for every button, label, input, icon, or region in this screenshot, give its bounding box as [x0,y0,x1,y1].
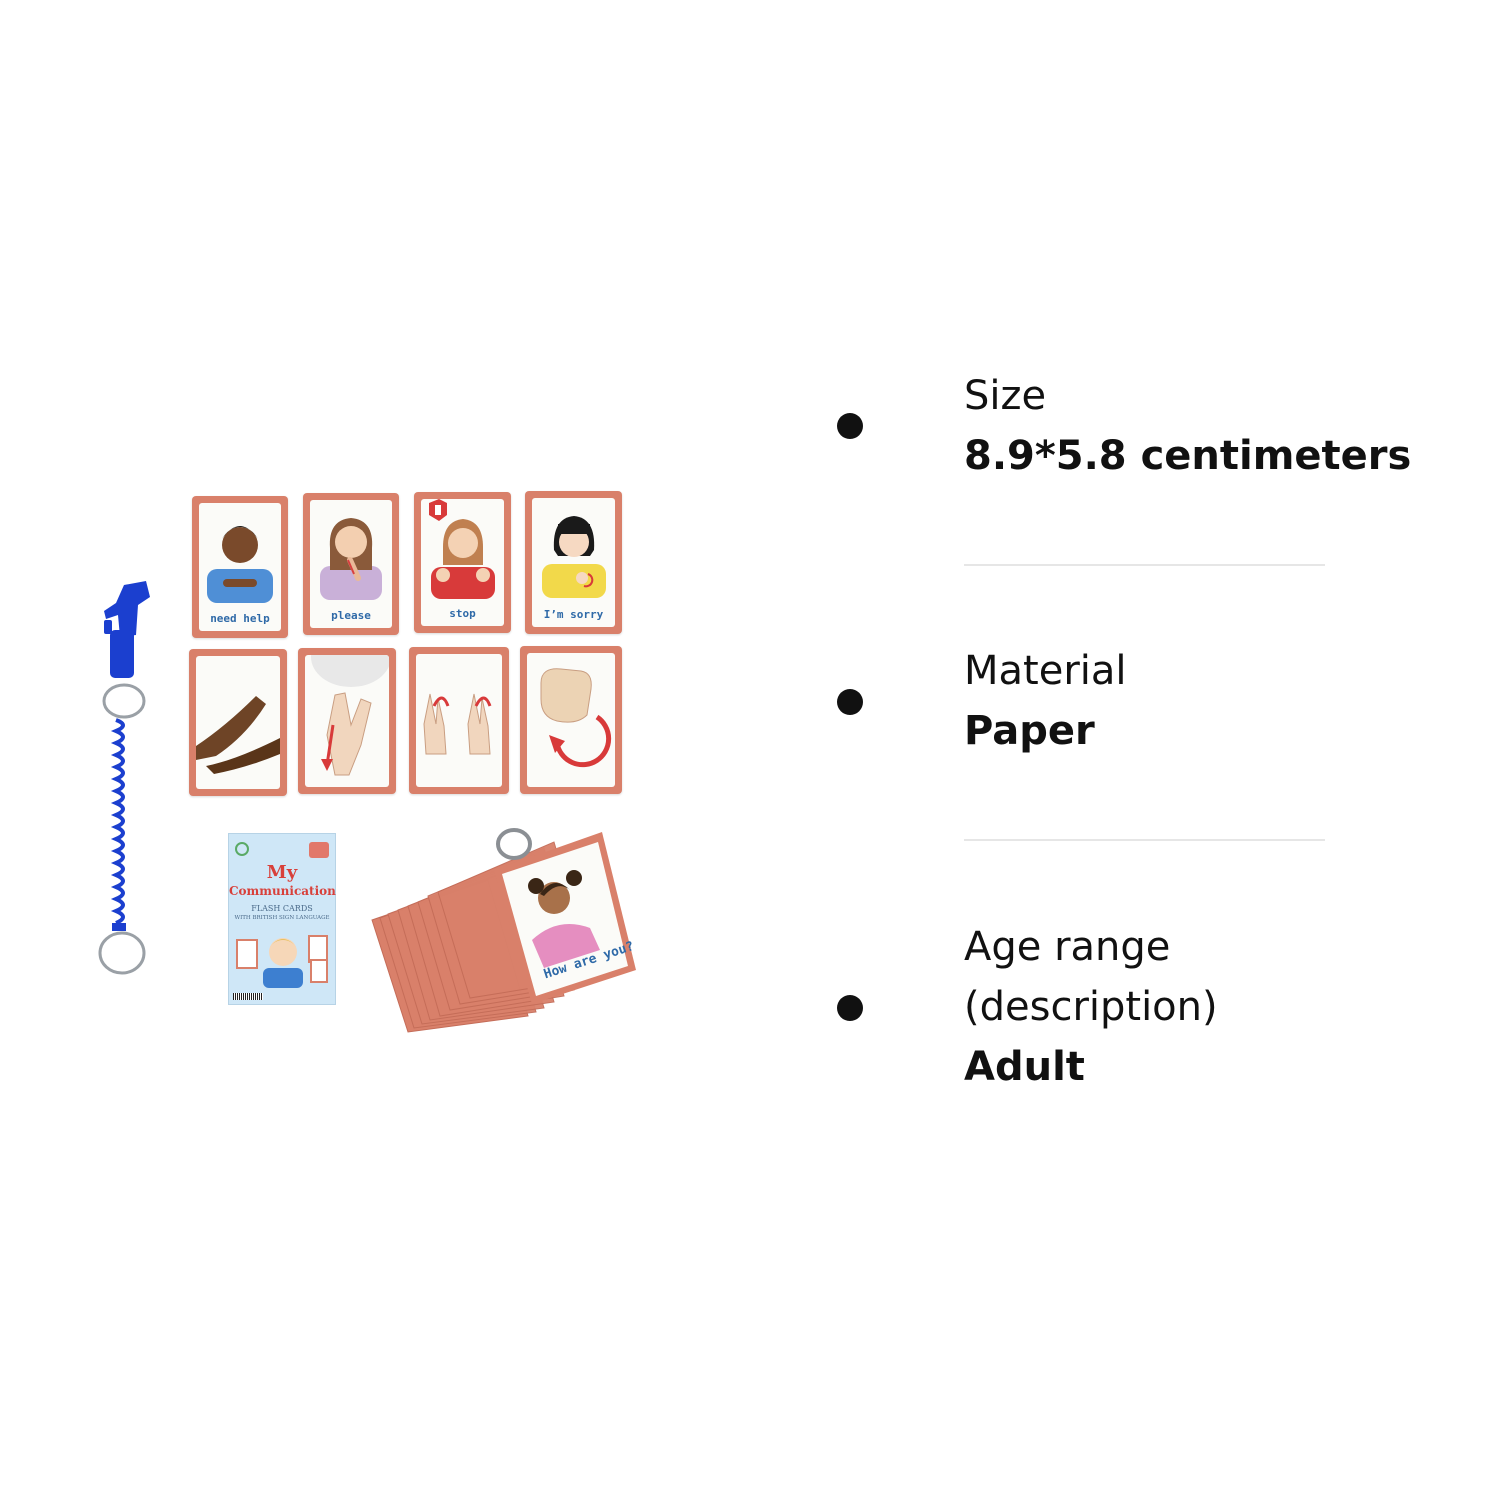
hand-chin-illustration [311,655,389,776]
product-photo: need help please s [98,491,636,1033]
spec-value-size: 8.9*5.8 centimeters [964,433,1412,479]
divider [964,564,1325,566]
keychain-coil [98,581,150,975]
spec-label-age-range-description: (description) [964,984,1218,1030]
hands-illustration [196,696,280,774]
divider [964,839,1325,841]
child-illustration [429,499,495,599]
bullet-icon [837,413,863,439]
flash-card-im-sorry: I’m sorry [525,491,622,634]
flash-card-sign-sorry [520,646,622,794]
child-illustration [207,526,273,603]
fist-illustration [540,668,612,768]
bullet-icon [837,689,863,715]
product-box: My Communication FLASH CARDS WITH BRITIS… [228,833,336,1005]
box-subtitle2: WITH BRITISH SIGN LANGUAGE [234,915,330,921]
box-title-line2: Communication [229,884,336,898]
card-label: I’m sorry [543,608,604,621]
flash-card-sign-stop [409,647,509,794]
hands-illustration [423,693,492,755]
spec-label-size: Size [964,373,1047,419]
card-label: need help [210,612,270,625]
spec-label-age-range: Age range [964,924,1171,970]
card-label: stop [449,607,476,620]
brand-logo-icon [235,842,249,856]
card-label: please [331,609,371,622]
flash-card-please: please [303,493,399,635]
spec-value-age-range: Adult [964,1044,1085,1090]
spec-label-material: Material [964,648,1127,694]
box-illustration [236,935,328,988]
box-title-line1: My [266,862,298,883]
barcode-icon [233,993,263,1000]
flash-card-sign-please [298,648,396,794]
age-badge-icon [309,842,329,858]
bullet-icon [837,995,863,1021]
flash-card-sign-help [189,649,287,796]
flash-card-need-help: need help [192,496,288,638]
spec-value-material: Paper [964,708,1095,754]
box-subtitle1: FLASH CARDS [251,904,313,913]
child-illustration [320,518,382,600]
card-stack-fan [371,828,636,1033]
flash-card-stop: stop [414,492,511,633]
child-illustration [542,516,606,598]
